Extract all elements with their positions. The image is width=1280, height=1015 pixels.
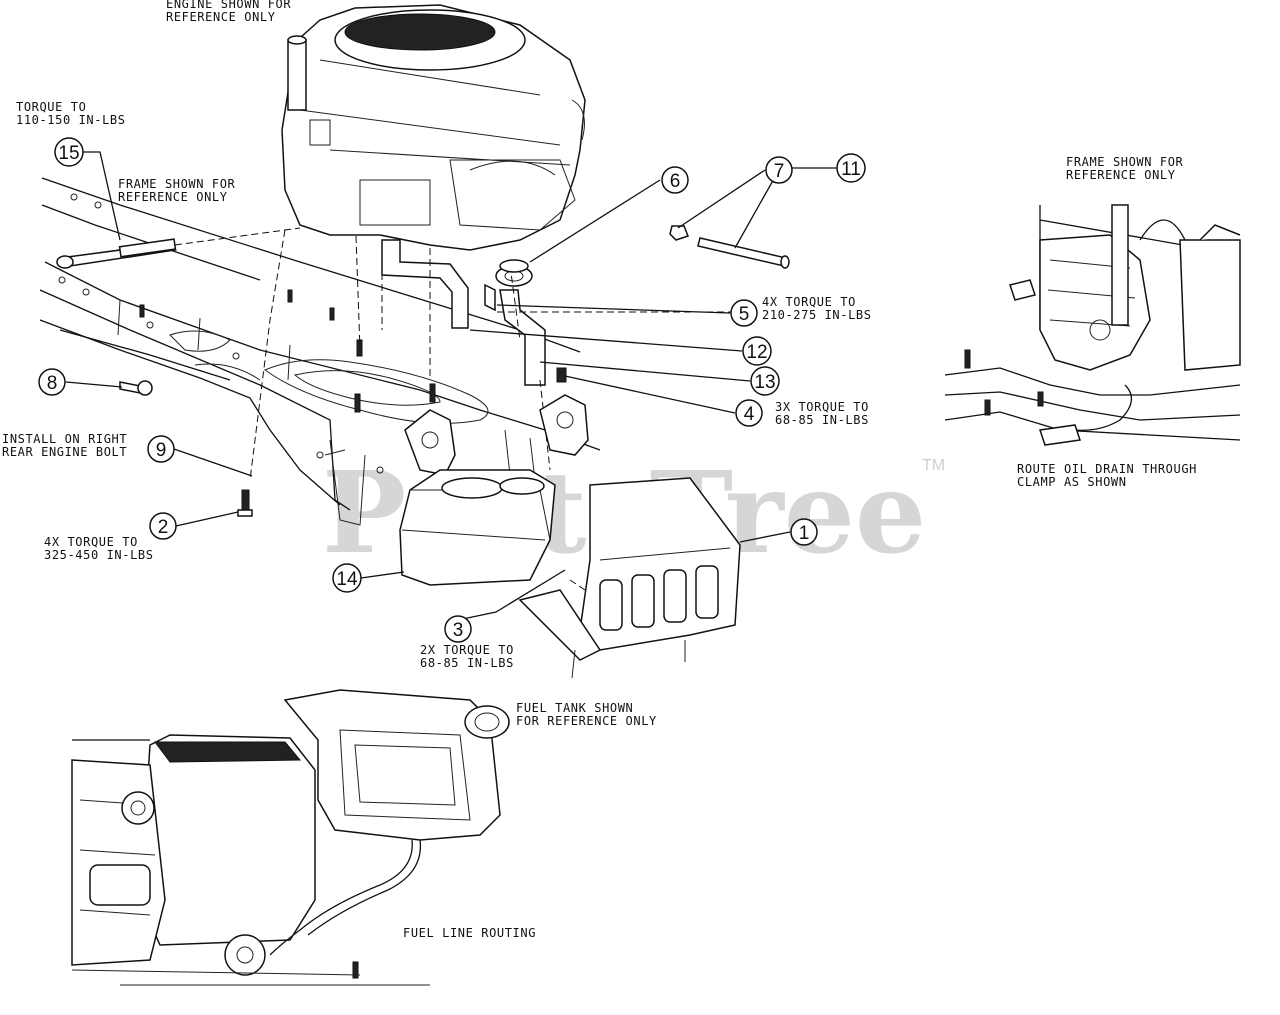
svg-text:FUEL LINE ROUTING: FUEL LINE ROUTING <box>403 926 536 940</box>
part-14-muffler <box>399 469 556 586</box>
svg-text:ENGINE SHOWN FOR: ENGINE SHOWN FOR <box>166 0 291 11</box>
part-13-bolt <box>556 367 567 383</box>
exhaust-pipes <box>381 239 546 386</box>
note-torque-2: 4X TORQUE TO 325-450 IN-LBS <box>44 535 154 562</box>
svg-text:2: 2 <box>158 517 169 538</box>
watermark-trademark: TM <box>922 457 945 474</box>
callout-14: 14 <box>332 563 362 593</box>
note-oil-drain: ROUTE OIL DRAIN THROUGH CLAMP AS SHOWN <box>1017 462 1197 489</box>
svg-text:FUEL TANK SHOWN: FUEL TANK SHOWN <box>516 701 633 715</box>
part-11-rod <box>697 237 790 269</box>
part-8-bolt <box>119 380 153 396</box>
svg-text:7: 7 <box>774 161 785 182</box>
engine-illustration <box>281 4 586 251</box>
svg-text:11: 11 <box>841 159 861 180</box>
svg-text:210-275 IN-LBS: 210-275 IN-LBS <box>762 308 872 322</box>
muffler-brackets <box>404 394 589 476</box>
svg-text:CLAMP AS SHOWN: CLAMP AS SHOWN <box>1017 475 1127 489</box>
callout-7: 7 <box>765 156 793 184</box>
note-torque-3: 2X TORQUE TO 68-85 IN-LBS <box>420 643 514 670</box>
svg-text:4X TORQUE TO: 4X TORQUE TO <box>44 535 138 549</box>
svg-text:INSTALL ON RIGHT: INSTALL ON RIGHT <box>2 432 127 446</box>
svg-text:13: 13 <box>754 372 775 393</box>
note-torque-4: 3X TORQUE TO 68-85 IN-LBS <box>775 400 869 427</box>
svg-text:3X TORQUE TO: 3X TORQUE TO <box>775 400 869 414</box>
svg-text:14: 14 <box>336 569 358 590</box>
svg-text:15: 15 <box>58 143 79 164</box>
callout-13: 13 <box>750 366 780 396</box>
svg-text:FRAME SHOWN FOR: FRAME SHOWN FOR <box>118 177 236 191</box>
frame-studs <box>139 289 436 413</box>
note-torque-15: TORQUE TO 110-150 IN-LBS <box>16 100 126 127</box>
part-6-gasket <box>499 259 529 273</box>
note-frame-reference-right: FRAME SHOWN FOR REFERENCE ONLY <box>1066 155 1184 182</box>
callout-6: 6 <box>661 166 689 194</box>
svg-text:4X TORQUE TO: 4X TORQUE TO <box>762 295 856 309</box>
part-15-cable <box>56 238 178 269</box>
part-1-heat-shield <box>518 477 741 679</box>
note-frame-reference-left: FRAME SHOWN FOR REFERENCE ONLY <box>118 177 236 204</box>
svg-text:REAR ENGINE BOLT: REAR ENGINE BOLT <box>2 445 127 459</box>
svg-text:3: 3 <box>453 620 464 641</box>
part-2-bolt <box>237 489 253 517</box>
svg-text:FRAME SHOWN FOR: FRAME SHOWN FOR <box>1066 155 1184 169</box>
callout-15: 15 <box>54 137 84 167</box>
callout-5: 5 <box>730 299 758 327</box>
callout-12: 12 <box>742 336 772 366</box>
svg-text:ROUTE OIL DRAIN THROUGH: ROUTE OIL DRAIN THROUGH <box>1017 462 1197 476</box>
callout-2: 2 <box>149 512 177 540</box>
callout-9: 9 <box>147 435 175 463</box>
svg-text:TORQUE TO: TORQUE TO <box>16 100 86 114</box>
note-install-9: INSTALL ON RIGHT REAR ENGINE BOLT <box>2 432 127 459</box>
tractor-frame <box>39 177 601 526</box>
svg-text:5: 5 <box>739 304 750 325</box>
svg-text:4: 4 <box>744 404 755 425</box>
oil-drain-inset <box>944 204 1241 446</box>
svg-text:REFERENCE ONLY: REFERENCE ONLY <box>1066 168 1176 182</box>
svg-text:6: 6 <box>670 171 681 192</box>
note-engine-reference: ENGINE SHOWN FOR REFERENCE ONLY <box>166 0 291 24</box>
leader-lines <box>65 151 837 621</box>
svg-text:110-150 IN-LBS: 110-150 IN-LBS <box>16 113 126 127</box>
callout-11: 11 <box>836 153 866 183</box>
svg-text:12: 12 <box>746 342 767 363</box>
svg-text:REFERENCE ONLY: REFERENCE ONLY <box>118 190 228 204</box>
svg-text:REFERENCE ONLY: REFERENCE ONLY <box>166 10 276 24</box>
callout-3: 3 <box>444 615 472 643</box>
callout-1: 1 <box>790 518 818 546</box>
svg-text:FOR REFERENCE ONLY: FOR REFERENCE ONLY <box>516 714 657 728</box>
svg-text:68-85 IN-LBS: 68-85 IN-LBS <box>420 656 514 670</box>
svg-text:2X TORQUE TO: 2X TORQUE TO <box>420 643 514 657</box>
note-fuel-tank-reference: FUEL TANK SHOWN FOR REFERENCE ONLY <box>516 701 657 728</box>
fuel-line-inset <box>71 689 510 986</box>
note-torque-5: 4X TORQUE TO 210-275 IN-LBS <box>762 295 872 322</box>
note-fuel-line-routing: FUEL LINE ROUTING <box>403 926 536 940</box>
svg-text:1: 1 <box>799 523 810 544</box>
divider-mark <box>324 449 346 456</box>
svg-text:9: 9 <box>156 440 167 461</box>
svg-text:8: 8 <box>47 373 58 394</box>
callout-8: 8 <box>38 368 66 396</box>
svg-text:68-85 IN-LBS: 68-85 IN-LBS <box>775 413 869 427</box>
callout-4: 4 <box>735 399 763 427</box>
svg-text:325-450 IN-LBS: 325-450 IN-LBS <box>44 548 154 562</box>
